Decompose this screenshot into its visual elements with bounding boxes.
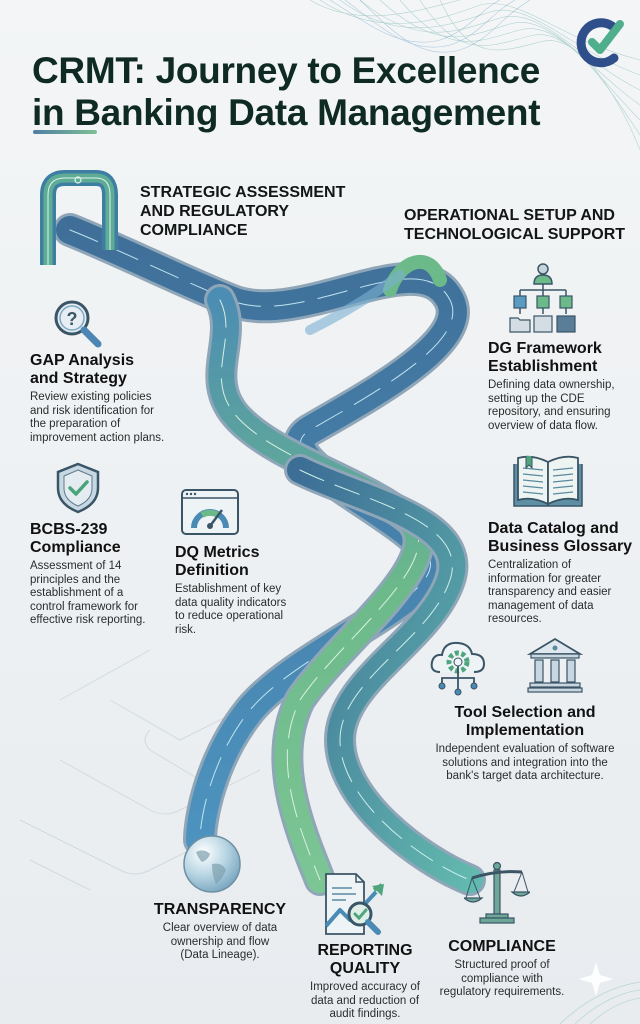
globe-icon — [182, 834, 242, 894]
gate-arch-icon — [38, 170, 120, 265]
outcome-compliance: COMPLIANCE Structured proof of complianc… — [439, 938, 565, 998]
step-gap-analysis: GAP Analysis and Strategy Review existin… — [30, 352, 165, 444]
svg-text:?: ? — [67, 309, 78, 329]
magnifier-question-icon: ? — [50, 296, 106, 352]
step-dq-metrics-definition: DQ Metrics Definition Establishment of k… — [175, 544, 287, 636]
step-dg-framework-establishment: DG Framework Establishment Defining data… — [488, 340, 615, 432]
scales-icon — [464, 860, 530, 926]
outcome-transparency: TRANSPARENCY Clear overview of data owne… — [153, 901, 287, 961]
step-bcbs-239-compliance: BCBS-239 Compliance Assessment of 14 pri… — [30, 521, 146, 626]
report-magnifier-icon — [322, 872, 400, 938]
gauge-window-icon — [180, 488, 240, 536]
open-book-icon — [510, 454, 586, 512]
title-accent-bar — [33, 130, 97, 134]
phase-operational-setup-heading: OPERATIONAL SETUP AND TECHNOLOGICAL SUPP… — [404, 207, 626, 243]
bank-building-icon — [526, 636, 584, 694]
org-chart-icon — [508, 262, 578, 334]
outcome-reporting-quality: REPORTING QUALITY Improved accuracy of d… — [310, 942, 420, 1020]
step-data-catalog-business-glossary: Data Catalog and Business Glossary Centr… — [488, 520, 633, 625]
cloud-gear-icon — [428, 638, 488, 698]
phase-strategic-assessment-heading: STRATEGIC ASSESSMENT AND REGULATORY COMP… — [140, 184, 346, 239]
shield-check-icon — [55, 462, 101, 514]
check-c-logo-icon — [572, 14, 628, 70]
page-title: CRMT: Journey to Excellence in Banking D… — [32, 50, 541, 133]
step-tool-selection-implementation: Tool Selection and Implementation Indepe… — [435, 704, 615, 782]
